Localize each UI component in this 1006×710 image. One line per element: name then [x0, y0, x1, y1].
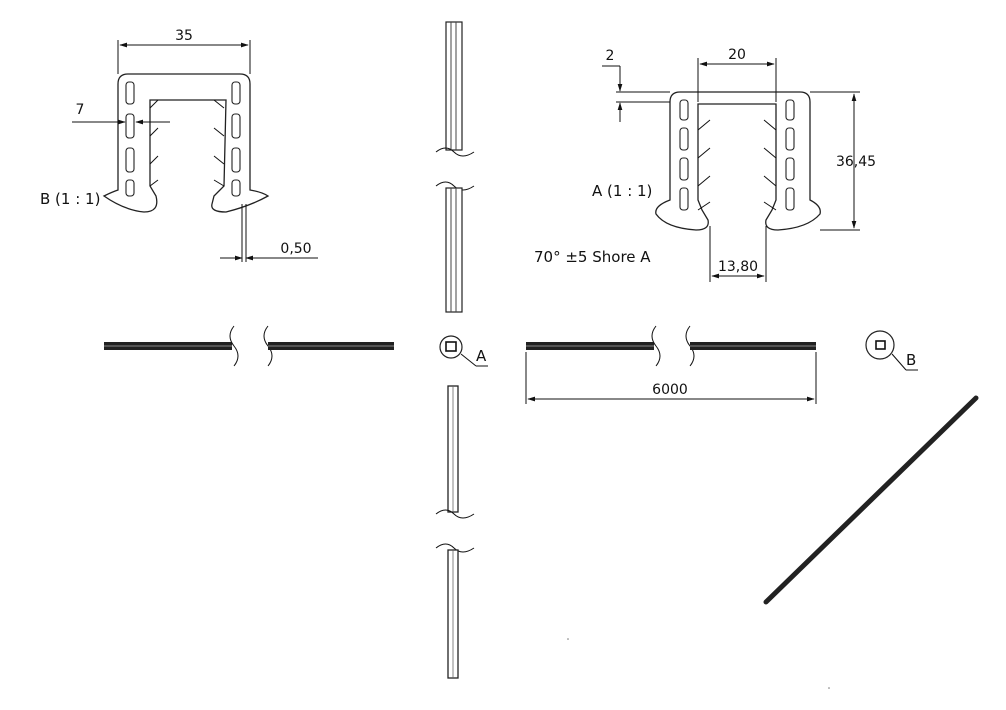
- hardness-note: 70° ±5 Shore A: [534, 248, 651, 266]
- dim-13-80: 13,80: [709, 226, 767, 282]
- dim-2: 2: [602, 48, 670, 122]
- dim-6000-text: 6000: [652, 382, 688, 398]
- detail-a-profile: [655, 91, 821, 231]
- dim-0-50-text: 0,50: [280, 241, 311, 257]
- detail-b-profile: [102, 73, 270, 213]
- dim-20: 20: [697, 47, 777, 102]
- dim-2-text: 2: [606, 48, 615, 64]
- dim-7-text: 7: [76, 102, 85, 118]
- detail-a-right-ribs: [763, 99, 795, 211]
- vertical-strip-top: [435, 21, 475, 313]
- callout-a[interactable]: A: [439, 335, 488, 367]
- callout-b-text: B: [906, 351, 916, 369]
- dim-13-80-text: 13,80: [718, 259, 758, 275]
- dim-0-50: 0,50: [220, 204, 318, 262]
- detail-b-left-ribs: [125, 81, 159, 197]
- vertical-strip-bottom: [435, 385, 475, 679]
- dim-35-text: 35: [175, 28, 193, 44]
- horizontal-strip-right: [526, 325, 816, 367]
- dim-6000: 6000: [525, 352, 817, 404]
- dim-7: 7: [72, 102, 170, 125]
- detail-b: 35 7 0,50 B (1 : 1): [40, 28, 318, 262]
- horizontal-strip-left: [104, 325, 394, 367]
- detail-a: 20 2 36,45 13,80 A (1 : 1) 70° ±5 Shore …: [534, 47, 876, 282]
- dim-36-45-text: 36,45: [836, 154, 876, 170]
- isometric-strip: [763, 395, 979, 605]
- dim-35: 35: [117, 28, 251, 74]
- detail-a-left-ribs: [679, 99, 711, 211]
- callout-b[interactable]: B: [865, 330, 918, 371]
- detail-b-right-ribs: [213, 81, 241, 197]
- detail-a-label: A (1 : 1): [592, 182, 652, 200]
- dim-36-45: 36,45: [810, 91, 876, 231]
- callout-a-text: A: [476, 347, 487, 365]
- dim-20-text: 20: [728, 47, 746, 63]
- detail-b-label: B (1 : 1): [40, 190, 100, 208]
